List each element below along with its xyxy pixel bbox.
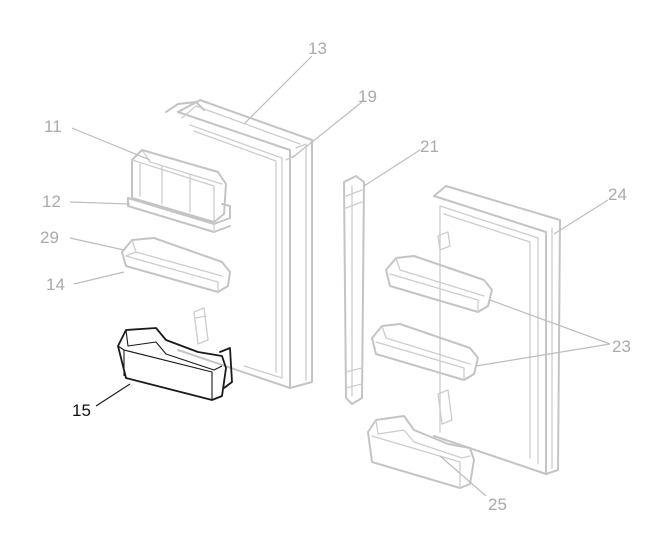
door-bin-15[interactable] bbox=[117, 327, 233, 401]
right-door-24[interactable] bbox=[433, 185, 561, 475]
callout-14: 14 bbox=[46, 275, 65, 294]
leader-25 bbox=[439, 455, 487, 497]
callout-25: 25 bbox=[488, 495, 507, 514]
door-shelf-23-lower[interactable] bbox=[371, 323, 479, 381]
callout-24: 24 bbox=[608, 185, 627, 204]
leader-19 bbox=[291, 101, 363, 159]
callout-21: 21 bbox=[420, 137, 439, 156]
leader-29 bbox=[69, 237, 125, 251]
dairy-shelf-12[interactable] bbox=[127, 197, 231, 233]
hinge-bar-21[interactable] bbox=[343, 175, 365, 405]
leader-13 bbox=[243, 55, 313, 125]
dairy-compartment-11[interactable] bbox=[131, 149, 227, 223]
left-door-13[interactable] bbox=[165, 99, 313, 389]
door-shelf-23-upper[interactable] bbox=[385, 255, 493, 313]
callout-13: 13 bbox=[308, 39, 327, 58]
callout-23: 23 bbox=[612, 337, 631, 356]
leader-23-b bbox=[475, 343, 611, 367]
callout-19: 19 bbox=[358, 87, 377, 106]
door-bin-25[interactable] bbox=[367, 415, 475, 489]
callout-29: 29 bbox=[40, 228, 59, 247]
leader-12 bbox=[69, 201, 131, 205]
leader-15 bbox=[95, 383, 131, 407]
leader-11 bbox=[71, 127, 151, 161]
door-gasket-19[interactable] bbox=[285, 155, 295, 161]
leader-14 bbox=[73, 271, 125, 285]
leader-21 bbox=[363, 149, 421, 187]
door-shelf-14[interactable] bbox=[121, 237, 231, 293]
callout-12: 12 bbox=[42, 192, 61, 211]
leader-23-a bbox=[489, 299, 611, 345]
callout-15: 15 bbox=[72, 401, 91, 420]
leader-24 bbox=[553, 199, 609, 235]
callout-11: 11 bbox=[44, 117, 62, 136]
